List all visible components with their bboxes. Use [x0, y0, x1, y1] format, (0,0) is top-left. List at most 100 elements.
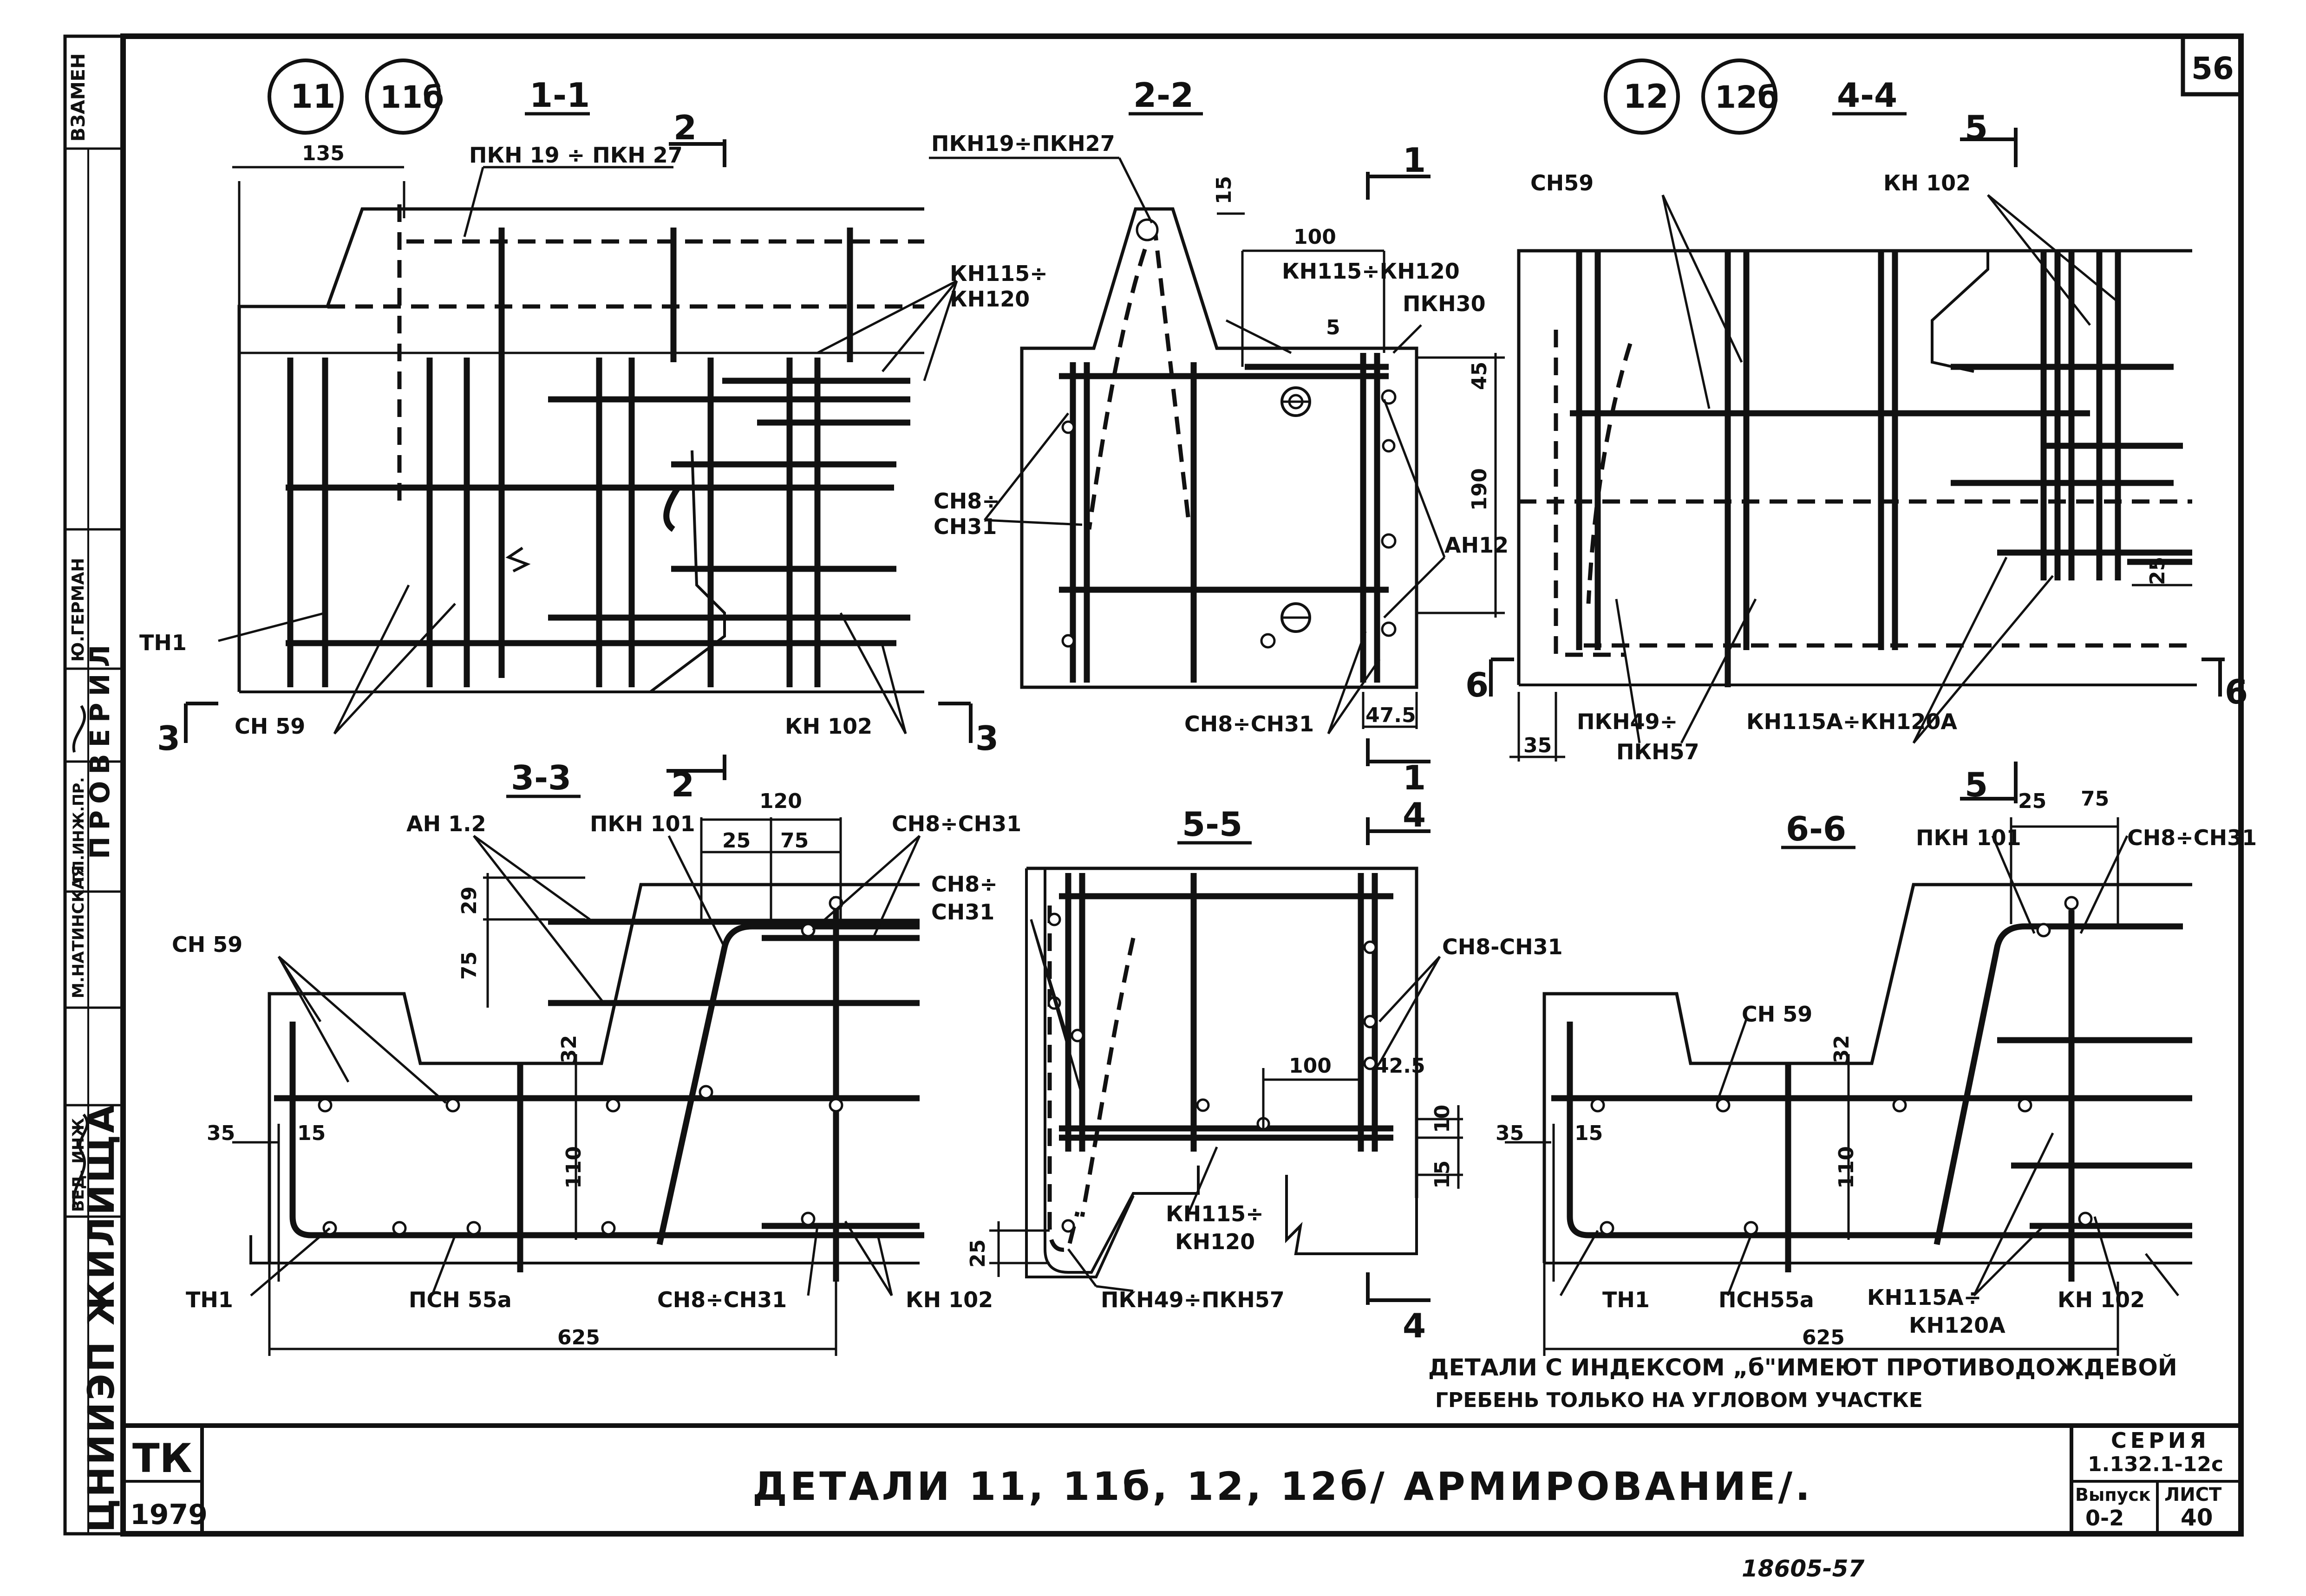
svg-text:4: 4 [1403, 1306, 1426, 1345]
label-sn8-5: СН8÷ [931, 872, 998, 897]
label-tn1-3: ТН1 [186, 1287, 233, 1312]
dim-6-6-75: 75 [2081, 787, 2109, 811]
stamp-year: 1979 [130, 1498, 208, 1531]
section-1-1-title: 1-1 [529, 76, 590, 115]
svg-text:12б: 12б [1715, 79, 1779, 115]
label-sn8-sn31-3: СН8÷СН31 [892, 811, 1021, 836]
section-4-4-title: 4-4 [1837, 76, 1897, 115]
section-3-3: АН 1.2 ПКН 101 120 25 75 СН8÷СН31 29 75 … [172, 755, 1021, 1356]
dim-3-3-75a: 75 [780, 829, 809, 853]
archive-number: 18605-57 [1742, 1555, 1864, 1582]
dim-2-2-45: 45 [1468, 362, 1491, 390]
dim-6-6-25: 25 [2018, 789, 2046, 813]
section-2-2-title: 2-2 [1133, 76, 1194, 115]
dim-2-2-15: 15 [1212, 176, 1236, 204]
label-sn8-2: СН8÷ [934, 489, 1000, 514]
title-block: 56 ТК 1979 ДЕТАЛИ 11, 11б, 12, 12б/ АРМИ… [130, 51, 2234, 1582]
svg-text:2: 2 [673, 108, 697, 147]
label-pkn57-4: ПКН57 [1616, 739, 1699, 764]
section-6-6: ПКН 101 25 75 СН8÷СН31 СН 59 32 110 35 1… [1496, 787, 2257, 1356]
svg-text:12: 12 [1623, 78, 1668, 116]
sheet-number: 56 [2191, 51, 2234, 86]
svg-text:3: 3 [157, 719, 180, 758]
series-label: СЕРИЯ [2111, 1428, 2210, 1453]
label-tn1-6: ТН1 [1602, 1287, 1650, 1312]
label-sn59-1: СН 59 [235, 714, 305, 739]
label-kn102-3: КН 102 [906, 1287, 993, 1312]
dim-4-4-25: 25 [2146, 557, 2169, 585]
label-kn120-1: КН120 [950, 287, 1030, 312]
svg-text:11: 11 [290, 78, 335, 116]
svg-text:3: 3 [975, 719, 999, 758]
list-value: 40 [2181, 1504, 2213, 1531]
label-pkn30: ПКН30 [1403, 291, 1486, 316]
gip-name: Ю.ГЕРМАН [69, 558, 88, 662]
section-6-6-title: 6-6 [1786, 809, 1846, 848]
dim-1-1-135: 135 [302, 142, 345, 165]
note-line-2: ГРЕБЕНЬ ТОЛЬКО НА УГЛОВОМ УЧАСТКЕ [1435, 1388, 1923, 1412]
dim-5-5-42-5: 42.5 [1375, 1054, 1425, 1078]
list-label: ЛИСТ [2164, 1484, 2222, 1505]
dim-5-5-15: 15 [1431, 1160, 1454, 1189]
detail-markers: 11 11б 12 12б [268, 59, 1779, 135]
svg-text:4: 4 [1403, 795, 1426, 834]
label-tn1-1: ТН1 [139, 630, 187, 655]
section-5-5: СН8÷ СН31 СН8-СН31 100 42.5 10 15 КН115÷… [931, 795, 1563, 1345]
dim-2-2-5: 5 [1326, 316, 1340, 339]
dim-4-4-35: 35 [1523, 734, 1552, 757]
note-line-1: ДЕТАЛИ С ИНДЕКСОМ „б"ИМЕЮТ ПРОТИВОДОЖДЕВ… [1428, 1354, 2177, 1381]
dim-3-3-25: 25 [722, 829, 751, 853]
label-kn115-5: КН115÷ [1166, 1201, 1264, 1226]
dim-3-3-15: 15 [297, 1121, 326, 1145]
issue-label: Выпуск [2075, 1485, 2151, 1505]
dim-2-2-47-5: 47.5 [1365, 704, 1416, 727]
label-kn115-1: КН115÷ [950, 261, 1048, 286]
section-4-4: СН59 КН 102 25 ПКН49÷ ПКН57 КН115А÷КН120… [1465, 108, 2248, 804]
svg-text:6: 6 [1465, 665, 1489, 704]
label-kn102-4: КН 102 [1883, 170, 1971, 195]
svg-text:1: 1 [1403, 758, 1426, 797]
marker-11 [268, 59, 344, 135]
dim-3-3-32: 32 [557, 1035, 581, 1063]
dim-5-5-25: 25 [966, 1239, 990, 1268]
label-kn120a-6: КН120А [1909, 1313, 2006, 1338]
label-psn55a-6: ПСН55а [1718, 1287, 1814, 1312]
section-3-3-title: 3-3 [511, 758, 571, 797]
section-2-2: ПКН19÷ПКН27 15 100 КН115÷КН120 ПКН30 5 4… [929, 131, 1509, 797]
label-an12-2: АН12 [1444, 533, 1509, 558]
label-kn115-kn120-2: КН115÷КН120 [1282, 259, 1460, 284]
section-1-1: 135 ПКН 19 ÷ ПКН 27 КН115÷ КН120 ТН1 СН … [139, 108, 1048, 758]
dim-3-3-75b: 75 [457, 951, 481, 980]
label-sn59-6: СН 59 [1742, 1002, 1812, 1027]
label-sn31-2: СН31 [934, 514, 997, 539]
dim-2-2-190: 190 [1468, 468, 1491, 511]
marker-12 [1604, 59, 1680, 135]
svg-text:11б: 11б [380, 79, 444, 115]
label-kn102-6: КН 102 [2058, 1287, 2145, 1312]
svg-text:1: 1 [1403, 141, 1426, 180]
dim-2-2-100: 100 [1293, 225, 1336, 249]
dim-6-6-35: 35 [1496, 1121, 1524, 1145]
marker-12b [1701, 59, 1777, 135]
label-sn8-sn31-6: СН8÷СН31 [2127, 825, 2257, 850]
label-sn8-sn31-3b: СН8÷СН31 [657, 1287, 787, 1312]
dim-3-3-625: 625 [557, 1326, 600, 1349]
chief-role: ВЕД. ИНЖ [69, 1118, 88, 1212]
label-kn102-1: КН 102 [785, 714, 872, 739]
label-pkn101-6: ПКН 101 [1916, 825, 2021, 850]
label-pkn49-4: ПКН49÷ [1577, 709, 1678, 734]
issue-value: 0-2 [2085, 1505, 2124, 1531]
dim-5-5-100: 100 [1289, 1054, 1332, 1078]
gip-role: ГЛ.ИНЖ.ПР. [70, 777, 87, 882]
marker-11b [365, 59, 441, 135]
dim-3-3-29: 29 [457, 886, 481, 915]
label-pkn19-pkn27-2: ПКН19÷ПКН27 [931, 131, 1115, 156]
dim-6-6-110: 110 [1835, 1146, 1858, 1189]
signature-mark-2 [72, 705, 86, 753]
dim-6-6-625: 625 [1802, 1326, 1845, 1349]
dim-3-3-120: 120 [759, 789, 802, 813]
label-kn120-5: КН120 [1175, 1229, 1255, 1254]
label-kn115a-6: КН115А÷ [1867, 1285, 1981, 1310]
